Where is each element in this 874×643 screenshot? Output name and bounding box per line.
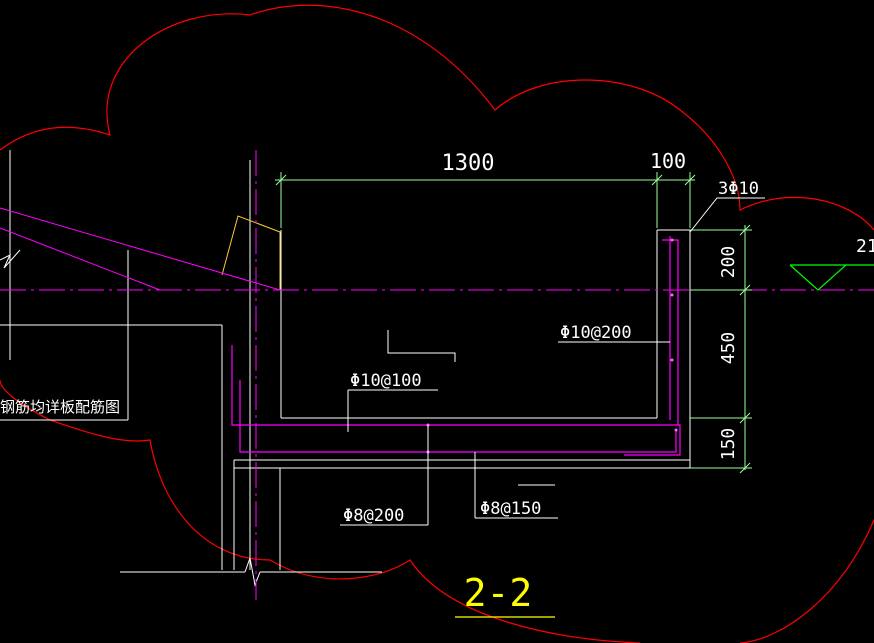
rebar-label-slab-bottom-right: Φ8@150 bbox=[480, 499, 541, 519]
leader-lines bbox=[340, 197, 765, 526]
rebar-label-side-bars: Φ10@200 bbox=[560, 323, 632, 343]
left-note: 钢筋均详板配筋图 bbox=[0, 398, 120, 416]
rebar-label-slab-bottom-left: Φ8@200 bbox=[343, 506, 404, 526]
revision-cloud bbox=[0, 4, 874, 643]
sloped-element bbox=[221, 215, 281, 290]
dim-height-mid: 450 bbox=[718, 332, 739, 365]
dim-width-main: 1300 bbox=[442, 151, 495, 176]
dimension-lines bbox=[275, 172, 752, 474]
dim-height-bottom: 150 bbox=[718, 428, 739, 461]
dim-width-edge: 100 bbox=[650, 149, 686, 173]
level-marker bbox=[789, 264, 874, 291]
sloped-slab bbox=[0, 207, 281, 291]
level-value: 21 bbox=[856, 236, 874, 257]
dim-height-top: 200 bbox=[718, 246, 739, 279]
concrete-outline bbox=[0, 150, 691, 587]
section-title: 2-2 bbox=[464, 571, 533, 615]
rebar-lines bbox=[231, 236, 681, 456]
rebar-label-slab-top: Φ10@100 bbox=[350, 371, 422, 391]
rebar-dots bbox=[426, 238, 678, 454]
rebar-label-top-bars: 3Φ10 bbox=[718, 179, 759, 199]
